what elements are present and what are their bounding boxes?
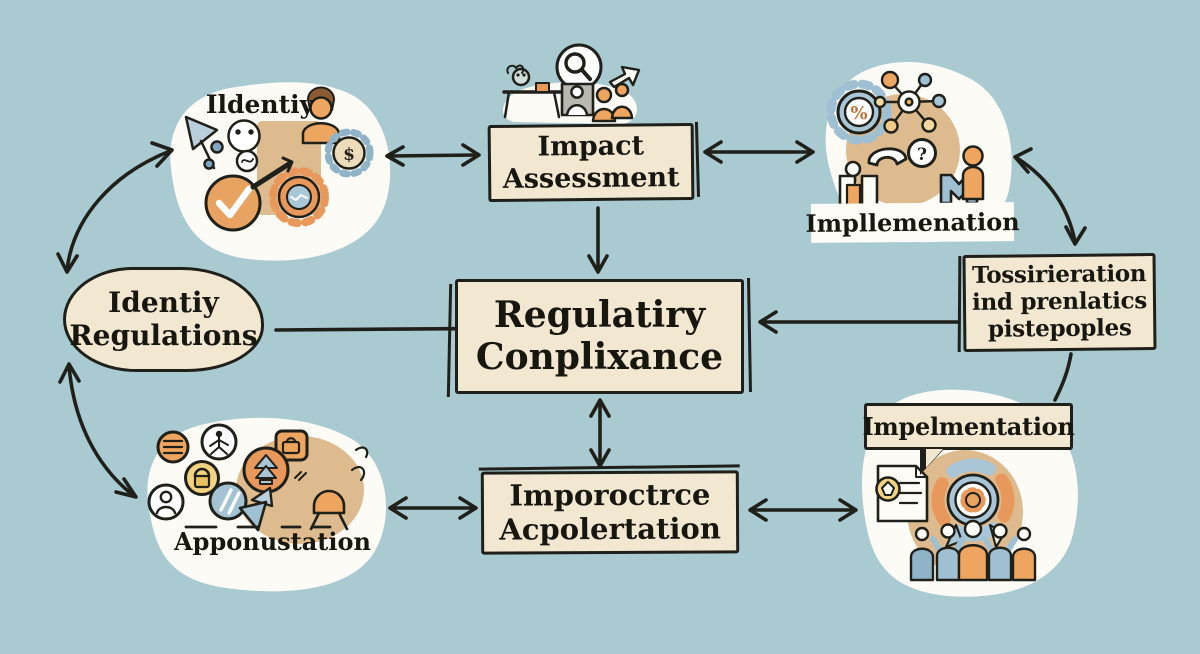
menu-circle-icon [156, 430, 190, 464]
lock-circle-icon [184, 460, 220, 496]
money-bag-gear-icon: $ [324, 128, 374, 178]
percent-glyph: % [850, 103, 867, 124]
arrow-considerations-center [758, 310, 960, 334]
face-icon [227, 119, 261, 153]
people-icon [591, 82, 634, 123]
network-hub-icon [873, 70, 947, 134]
desk-icon [502, 64, 563, 119]
question-circle-icon: ? [907, 138, 937, 168]
identify-regulations-node: Identiy Regulations [63, 267, 264, 372]
arrow-curve-identify-regulations [56, 141, 174, 274]
impact-assessment-box: Impact Assessment [487, 122, 695, 203]
question-glyph: ? [917, 145, 927, 165]
seal-icon [875, 476, 901, 502]
implementation-bottom-bubble: Impelmentation [863, 403, 1075, 450]
stick-figure-circle-icon [200, 423, 238, 461]
percent-gear-icon: % [826, 79, 892, 145]
arrow-center-importance [589, 398, 611, 468]
trend-arrow-icon [608, 65, 641, 89]
slash-circle-icon [208, 481, 248, 521]
dome-person-icon [294, 446, 369, 531]
connector-considerations-bubble [1053, 352, 1073, 402]
regulatory-compliance-box: Regulatiry Conplixance [455, 279, 744, 394]
implementation-bottom-illustration [875, 458, 1037, 582]
handshake-gear-icon [269, 167, 329, 227]
arrow-curve-regulations-apponustation [58, 362, 138, 499]
triangle-icon [238, 486, 274, 532]
arrow-importance-implementation-bottom [748, 498, 858, 522]
apponustation-cluster-illustration [147, 423, 369, 532]
bubble-tail-fill [926, 449, 943, 468]
identify-cluster-illustration: $ [184, 86, 374, 232]
team-people-icon [909, 519, 1037, 582]
double-up-arrow-circle-icon [242, 446, 290, 494]
considerations-box: Tossirieration ind prenlatics pistepople… [962, 252, 1157, 353]
arrow-curve-implementation-considerations [1013, 147, 1087, 246]
scribble-circle-icon [235, 149, 259, 173]
desk-people-icon [838, 160, 879, 207]
apponustation-cluster-label: Apponustation [174, 527, 371, 556]
arrow-identify-impact [385, 143, 481, 167]
implementation-cluster-illustration: % ? [826, 70, 985, 207]
check-circle-icon [204, 156, 294, 232]
magnifier-bubble-icon [555, 43, 603, 101]
identify-cluster-label: Ildentiy [205, 90, 315, 119]
person-icon [961, 145, 985, 201]
arrow-impact-center [587, 206, 609, 274]
profile-circle-icon [147, 483, 185, 521]
presenter-panel-icon [560, 82, 595, 117]
dollar-glyph: $ [343, 145, 355, 165]
arrow-impact-implementation [703, 140, 815, 164]
phone-icon [867, 147, 908, 167]
importance-acceleration-box: Imporoctrce Acpolertation [480, 470, 740, 555]
briefcase-icon [274, 429, 309, 462]
implementation-top-label: Impllemenation [805, 202, 1020, 243]
flag-icon [184, 115, 224, 170]
impact-illustration [502, 43, 641, 123]
arrow-apponustation-importance [388, 496, 478, 520]
certificate-document-icon [875, 464, 929, 523]
